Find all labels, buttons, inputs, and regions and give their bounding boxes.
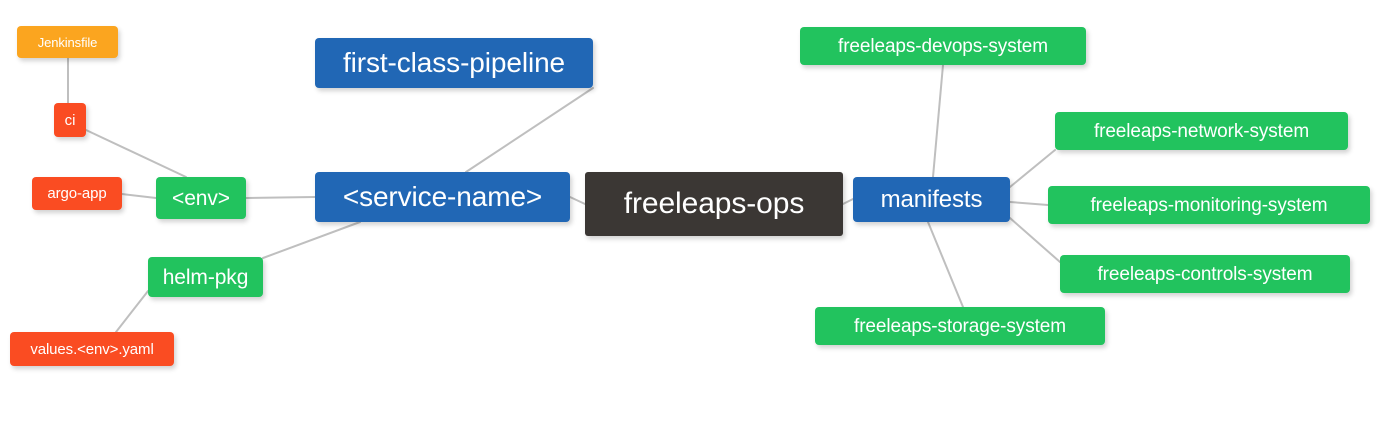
node-monitoring[interactable]: freeleaps-monitoring-system — [1048, 186, 1370, 224]
node-label-storage: freeleaps-storage-system — [854, 315, 1066, 337]
node-root[interactable]: freeleaps-ops — [585, 172, 843, 236]
node-env[interactable]: <env> — [156, 177, 246, 219]
node-network[interactable]: freeleaps-network-system — [1055, 112, 1348, 150]
node-label-helm: helm-pkg — [162, 265, 249, 289]
node-label-values: values.<env>.yaml — [30, 340, 154, 358]
node-pipeline[interactable]: first-class-pipeline — [315, 38, 593, 88]
node-label-manifests: manifests — [880, 185, 983, 213]
edge-service-to-env — [245, 196, 316, 199]
node-label-service: <service-name> — [342, 181, 543, 212]
edge-manifests-to-storage — [927, 221, 964, 308]
node-label-controls: freeleaps-controls-system — [1097, 263, 1313, 285]
node-label-root: freeleaps-ops — [623, 187, 805, 220]
edge-manifests-to-monitoring — [1009, 201, 1049, 206]
node-storage[interactable]: freeleaps-storage-system — [815, 307, 1105, 345]
node-service[interactable]: <service-name> — [315, 172, 570, 222]
edge-root-to-manifests — [842, 198, 854, 205]
node-controls[interactable]: freeleaps-controls-system — [1060, 255, 1350, 293]
node-devops[interactable]: freeleaps-devops-system — [800, 27, 1086, 65]
node-values[interactable]: values.<env>.yaml — [10, 332, 174, 366]
node-label-argo: argo-app — [47, 185, 107, 202]
node-jenkins[interactable]: Jenkinsfile — [17, 26, 118, 58]
edge-env-to-ci — [85, 129, 187, 178]
node-label-env: <env> — [172, 186, 230, 210]
node-label-network: freeleaps-network-system — [1093, 120, 1310, 142]
edge-manifests-to-devops — [932, 64, 944, 178]
node-argo[interactable]: argo-app — [32, 177, 122, 210]
edge-service-to-helm — [262, 221, 361, 259]
node-label-devops: freeleaps-devops-system — [838, 35, 1048, 57]
node-manifests[interactable]: manifests — [853, 177, 1010, 222]
edge-env-to-argo — [121, 193, 157, 199]
node-label-monitoring: freeleaps-monitoring-system — [1090, 194, 1328, 216]
node-helm[interactable]: helm-pkg — [148, 257, 263, 297]
edge-manifests-to-controls — [1009, 217, 1061, 263]
node-ci[interactable]: ci — [54, 103, 86, 137]
node-label-ci: ci — [64, 111, 76, 129]
node-label-pipeline: first-class-pipeline — [342, 47, 566, 78]
edge-manifests-to-network — [1009, 149, 1056, 188]
edge-root-to-service — [569, 196, 586, 205]
edge-helm-to-values — [115, 290, 149, 333]
edge-service-to-pipeline — [465, 87, 594, 173]
node-label-jenkins: Jenkinsfile — [37, 34, 98, 50]
